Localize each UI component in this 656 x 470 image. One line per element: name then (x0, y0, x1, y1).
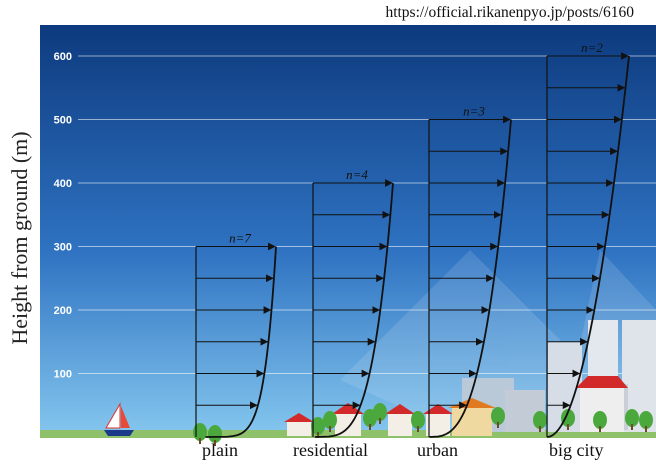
tree-trunk (599, 426, 601, 432)
source-url: https://official.rikanenpyo.jp/posts/616… (385, 4, 634, 21)
y-tick-label: 300 (54, 242, 72, 254)
y-tick-label: 500 (54, 115, 72, 127)
terrain-label: urban (417, 440, 458, 460)
tree (639, 411, 653, 429)
tree (625, 409, 639, 427)
y-tick-label: 400 (54, 178, 72, 190)
wind-profile-residential: n=4 (312, 167, 394, 438)
tree (208, 425, 222, 443)
wind-profiles: n=7 n=4 n=3 n=2 (195, 40, 630, 438)
wind-profile-plain: n=7 (195, 231, 277, 438)
terrain-label: residential (293, 440, 368, 460)
wind-profile-big-city: n=2 (546, 40, 630, 438)
tree-trunk (497, 422, 499, 428)
tree-trunk (214, 440, 216, 446)
tree (491, 407, 505, 425)
exponent-label: n=3 (463, 104, 485, 119)
y-tick-label: 600 (54, 51, 72, 63)
exponent-label: n=4 (346, 167, 368, 182)
tree (561, 409, 575, 427)
tree-trunk (567, 424, 569, 430)
sailboat-icon (104, 402, 134, 436)
tree-trunk (417, 426, 419, 432)
terrain-label: big city (549, 440, 604, 460)
tree-trunk (379, 418, 381, 424)
tree (323, 411, 337, 429)
tree-trunk (369, 424, 371, 430)
tree-trunk (317, 432, 319, 438)
tree (373, 403, 387, 421)
tree (533, 411, 547, 429)
y-tick-label: 100 (54, 369, 72, 381)
wind-profile-urban: n=3 (428, 104, 512, 438)
tree (311, 417, 325, 435)
profile-curve (314, 182, 394, 438)
terrain-label: plain (202, 440, 238, 460)
tree-trunk (539, 426, 541, 432)
exponent-label: n=2 (581, 40, 603, 55)
tree (411, 411, 425, 429)
tree-trunk (199, 438, 201, 444)
tree-trunk (329, 426, 331, 432)
profile-curve (205, 246, 277, 438)
tree-icon (193, 403, 653, 446)
tree-trunk (631, 424, 633, 430)
tree-trunk (645, 426, 647, 432)
exponent-label: n=7 (229, 231, 251, 246)
y-tick-label: 200 (54, 305, 72, 317)
tree (593, 411, 607, 429)
y-tick-labels: 100 200 300 400 500 600 (54, 51, 72, 381)
profile-curve (429, 119, 512, 438)
